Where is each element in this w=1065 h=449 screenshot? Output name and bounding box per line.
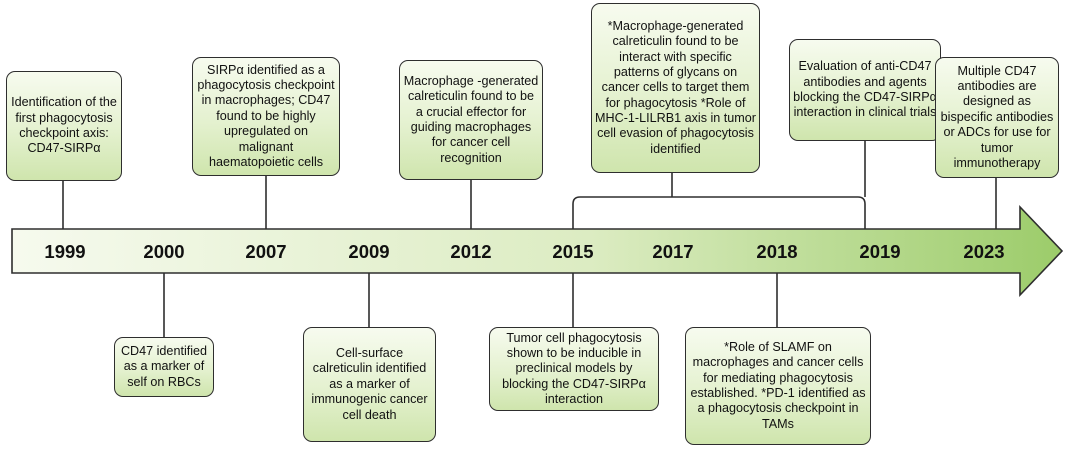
connector-lines xyxy=(62,140,997,337)
year-2015: 2015 xyxy=(552,241,594,262)
event-box-1999: Identification of the first phagocytosis… xyxy=(6,71,122,181)
event-box-2018: *Role of SLAMF on macrophages and cancer… xyxy=(685,327,871,445)
year-2017: 2017 xyxy=(652,241,694,262)
event-box-2009: Cell-surface calreticulin identified as … xyxy=(303,327,436,442)
year-2019: 2019 xyxy=(859,241,901,262)
event-text-2017: *Macrophage-generated calreticulin found… xyxy=(595,18,756,156)
year-2000: 2000 xyxy=(143,241,185,262)
year-2012: 2012 xyxy=(450,241,492,262)
event-text-2018: *Role of SLAMF on macrophages and cancer… xyxy=(690,339,866,431)
event-box-2023: Multiple CD47 antibodies are designed as… xyxy=(935,57,1059,178)
year-1999: 1999 xyxy=(44,241,86,262)
event-box-2017: *Macrophage-generated calreticulin found… xyxy=(591,3,760,173)
event-text-2012: Macrophage -generated calreticulin found… xyxy=(403,73,539,165)
event-text-1999: Identification of the first phagocytosis… xyxy=(11,95,117,156)
event-box-2012: Macrophage -generated calreticulin found… xyxy=(399,60,543,180)
event-box-2000: CD47 identified as a marker of self on R… xyxy=(114,337,214,397)
event-box-2015: Tumor cell phagocytosis shown to be indu… xyxy=(489,327,659,411)
year-2018: 2018 xyxy=(756,241,798,262)
event-text-2019: Evaluation of anti-CD47 antibodies and a… xyxy=(793,59,937,120)
timeline-arrow xyxy=(11,205,1064,297)
year-2023: 2023 xyxy=(963,241,1005,262)
year-2007: 2007 xyxy=(245,241,287,262)
event-text-2015: Tumor cell phagocytosis shown to be indu… xyxy=(502,330,646,407)
event-text-2009: Cell-surface calreticulin identified as … xyxy=(311,346,428,422)
event-box-2007: SIRPα identified as a phagocytosis check… xyxy=(192,57,340,176)
year-2009: 2009 xyxy=(348,241,390,262)
event-text-2007: SIRPα identified as a phagocytosis check… xyxy=(197,62,335,169)
event-text-2023: Multiple CD47 antibodies are designed as… xyxy=(940,63,1054,170)
event-text-2000: CD47 identified as a marker of self on R… xyxy=(120,343,208,389)
event-box-2019: Evaluation of anti-CD47 antibodies and a… xyxy=(789,39,941,141)
